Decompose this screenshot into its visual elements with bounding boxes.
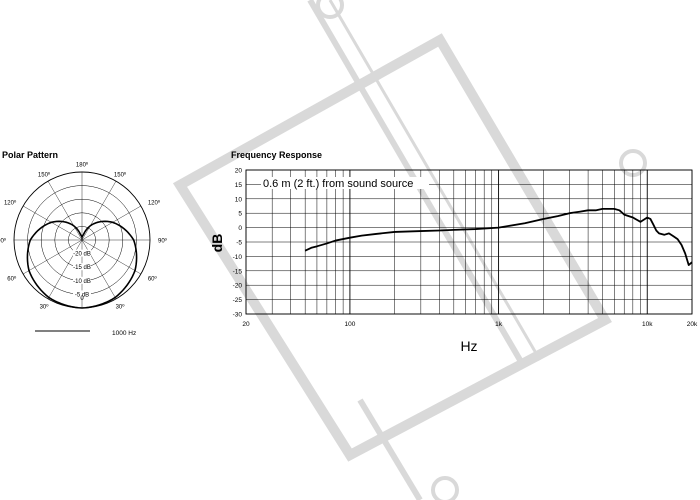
freq-y-tick-label: -30	[233, 312, 243, 319]
polar-spoke	[23, 205, 83, 241]
watermark-ring	[316, 0, 344, 19]
freq-y-tick-label: 5	[238, 211, 242, 218]
freq-x-tick-label: 20k	[687, 321, 698, 328]
polar-ring-label: -5 dB	[75, 292, 89, 298]
freq-x-tick-label: 20	[242, 321, 250, 328]
polar-spoke	[81, 181, 117, 241]
watermark	[172, 0, 647, 500]
polar-angle-label: 30º	[40, 303, 50, 310]
freq-x-axis-label: Hz	[460, 338, 477, 354]
polar-angle-label: 60º	[7, 276, 17, 283]
polar-spoke	[81, 239, 141, 275]
polar-angle-label: 30º	[116, 303, 126, 310]
polar-series-1000hz	[26, 220, 138, 309]
freq-y-tick-label: -20	[233, 283, 243, 290]
polar-angle-label: 0	[80, 296, 84, 302]
watermark-stripe	[357, 398, 423, 500]
freq-y-axis-label: dB	[209, 234, 225, 253]
polar-legend-label: 1000 Hz	[112, 330, 136, 337]
freq-y-tick-label: 10	[235, 196, 243, 203]
polar-angle-label: 90º	[0, 238, 7, 245]
polar-spoke	[23, 239, 83, 275]
freq-y-tick-label: -5	[236, 240, 242, 247]
freq-y-tick-label: 15	[235, 182, 243, 189]
watermark-frame	[172, 33, 612, 462]
polar-pattern-chart: Polar Pattern -5 dB -10 dB -15 dB -20 dB 0 30…	[0, 150, 168, 337]
freq-response-line	[304, 207, 693, 266]
polar-ring-label-bg	[73, 290, 91, 298]
polar-angle-label: 90º	[158, 238, 168, 245]
polar-ring-label: -15 dB	[73, 265, 91, 271]
polar-angle-label: 180º	[76, 162, 89, 169]
polar-spoke	[47, 181, 83, 241]
freq-x-tick-label: 100	[344, 321, 355, 328]
freq-y-tick-label: -10	[233, 254, 243, 261]
freq-x-tick-label: 10k	[642, 321, 653, 328]
polar-ring-label-bg	[73, 263, 91, 271]
freq-x-tick-label: 1k	[495, 321, 503, 328]
freq-annotation-bg	[261, 177, 429, 189]
frequency-chart-title: Frequency Response	[231, 150, 322, 160]
polar-angle-label: 120º	[148, 200, 161, 207]
polar-angle-label: 150º	[114, 172, 127, 179]
freq-y-tick-label: -25	[233, 297, 243, 304]
polar-ring-label: -10 dB	[73, 279, 91, 285]
freq-y-tick-label: 20	[235, 168, 243, 175]
polar-angle-label: 150º	[38, 172, 51, 179]
polar-ring-label-bg	[73, 249, 91, 257]
freq-y-tick-label: -15	[233, 268, 243, 275]
polar-angle-label: 60º	[148, 276, 158, 283]
watermark-stripe	[328, 0, 542, 361]
polar-angle-label: 120º	[4, 200, 17, 207]
polar-ring-label-bg	[73, 276, 91, 284]
polar-spoke	[81, 205, 141, 241]
polar-ring-label: -20 dB	[73, 252, 91, 258]
watermark-ring	[431, 476, 459, 500]
polar-chart-title: Polar Pattern	[2, 150, 58, 160]
freq-y-tick-label: 0	[238, 225, 242, 232]
freq-plot-frame	[245, 169, 693, 315]
freq-annotation: 0.6 m (2 ft.) from sound source	[263, 178, 413, 190]
frequency-response-chart: Frequency Response 20 15 10 5 0 -5 -10 -15 -20 -2…	[209, 150, 698, 354]
